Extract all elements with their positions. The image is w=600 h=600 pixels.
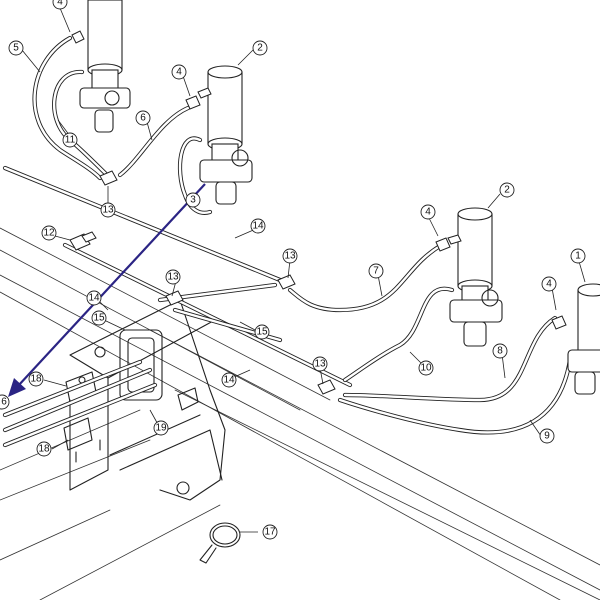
- callout-4-upper: 4: [171, 64, 187, 80]
- callout-4-top: 4: [52, 0, 68, 10]
- callout-1: 1: [570, 248, 586, 264]
- tube-14-upper: [2, 165, 283, 283]
- callout-13-d: 13: [312, 356, 328, 372]
- svg-text:14: 14: [252, 221, 264, 232]
- svg-text:10: 10: [420, 363, 432, 374]
- callout-2-right: 2: [499, 182, 515, 198]
- hose-3: [177, 136, 213, 215]
- callout-4-right: 4: [420, 204, 436, 220]
- pump-unit-2-upper: [185, 65, 253, 205]
- callout-15-right: 15: [254, 324, 270, 340]
- callout-14-upper: 14: [250, 218, 266, 234]
- svg-text:15: 15: [256, 327, 268, 338]
- pump-unit-2-right: [435, 207, 503, 347]
- callout-13-b: 13: [282, 248, 298, 264]
- svg-text:13: 13: [314, 359, 326, 370]
- svg-text:4: 4: [425, 207, 431, 218]
- callout-10: 10: [418, 360, 434, 376]
- hose-clamp-lower: [63, 417, 101, 463]
- pump-unit-top-left: [71, 0, 131, 133]
- callout-5: 5: [8, 40, 24, 56]
- hose-7: [287, 243, 443, 313]
- hose-5: [32, 35, 103, 181]
- svg-text:14: 14: [88, 293, 100, 304]
- callout-14-left: 14: [86, 290, 102, 306]
- callout-13-c: 13: [165, 269, 181, 285]
- svg-text:8: 8: [497, 346, 503, 357]
- svg-text:11: 11: [65, 135, 76, 146]
- callout-13-a: 13: [100, 202, 116, 218]
- chassis-frame: [0, 227, 600, 600]
- callout-18-upper: 18: [28, 371, 44, 387]
- callout-11: 11: [62, 132, 78, 148]
- tee-fitting-13a: [99, 170, 118, 186]
- callout-3: 3: [185, 192, 201, 208]
- tee-fitting-13c: [165, 290, 184, 306]
- svg-text:17: 17: [264, 527, 276, 538]
- svg-text:1: 1: [575, 251, 581, 262]
- svg-text:19: 19: [155, 423, 167, 434]
- svg-text:4: 4: [176, 67, 182, 78]
- svg-text:2: 2: [257, 43, 263, 54]
- tee-fitting-13d: [317, 379, 336, 395]
- svg-text:5: 5: [13, 43, 19, 54]
- tee-fitting-13b: [277, 274, 296, 290]
- svg-text:13: 13: [284, 251, 296, 262]
- cable-tie: [199, 522, 241, 564]
- callout-4-far-right: 4: [541, 276, 557, 292]
- callout-16-partial: 6: [0, 394, 10, 410]
- callout-18-lower: 18: [36, 441, 52, 457]
- tube-16-bundle: [2, 359, 158, 448]
- svg-text:2: 2: [504, 185, 510, 196]
- hose-8: [342, 315, 558, 403]
- svg-text:6: 6: [140, 113, 146, 124]
- callout-14-lower: 14: [221, 372, 237, 388]
- callout-7: 7: [368, 263, 384, 279]
- hose-10: [342, 286, 455, 383]
- callout-15-left: 15: [91, 310, 107, 326]
- svg-text:4: 4: [546, 279, 552, 290]
- svg-text:12: 12: [43, 228, 55, 239]
- reference-arrow: [8, 183, 206, 397]
- svg-text:13: 13: [167, 272, 179, 283]
- callout-12: 12: [41, 225, 57, 241]
- svg-text:14: 14: [223, 375, 235, 386]
- svg-text:7: 7: [373, 266, 379, 277]
- callout-2-upper: 2: [252, 40, 268, 56]
- svg-text:18: 18: [38, 444, 50, 455]
- hose-9: [337, 357, 573, 435]
- svg-text:15: 15: [93, 313, 105, 324]
- tee-fitting-12: [69, 231, 97, 251]
- tube-14-lower: [62, 242, 353, 388]
- mounting-bracket: [69, 299, 226, 501]
- callout-17: 17: [262, 524, 278, 540]
- callout-8: 8: [492, 343, 508, 359]
- svg-text:9: 9: [544, 431, 550, 442]
- svg-text:18: 18: [30, 374, 42, 385]
- callout-9: 9: [539, 428, 555, 444]
- svg-text:13: 13: [102, 205, 114, 216]
- callout-19: 19: [153, 420, 169, 436]
- pump-unit-1: [551, 283, 600, 395]
- svg-text:3: 3: [190, 195, 196, 206]
- svg-text:6: 6: [1, 397, 7, 408]
- callout-6: 6: [135, 110, 151, 126]
- hose-6: [117, 105, 191, 178]
- svg-text:4: 4: [57, 0, 63, 8]
